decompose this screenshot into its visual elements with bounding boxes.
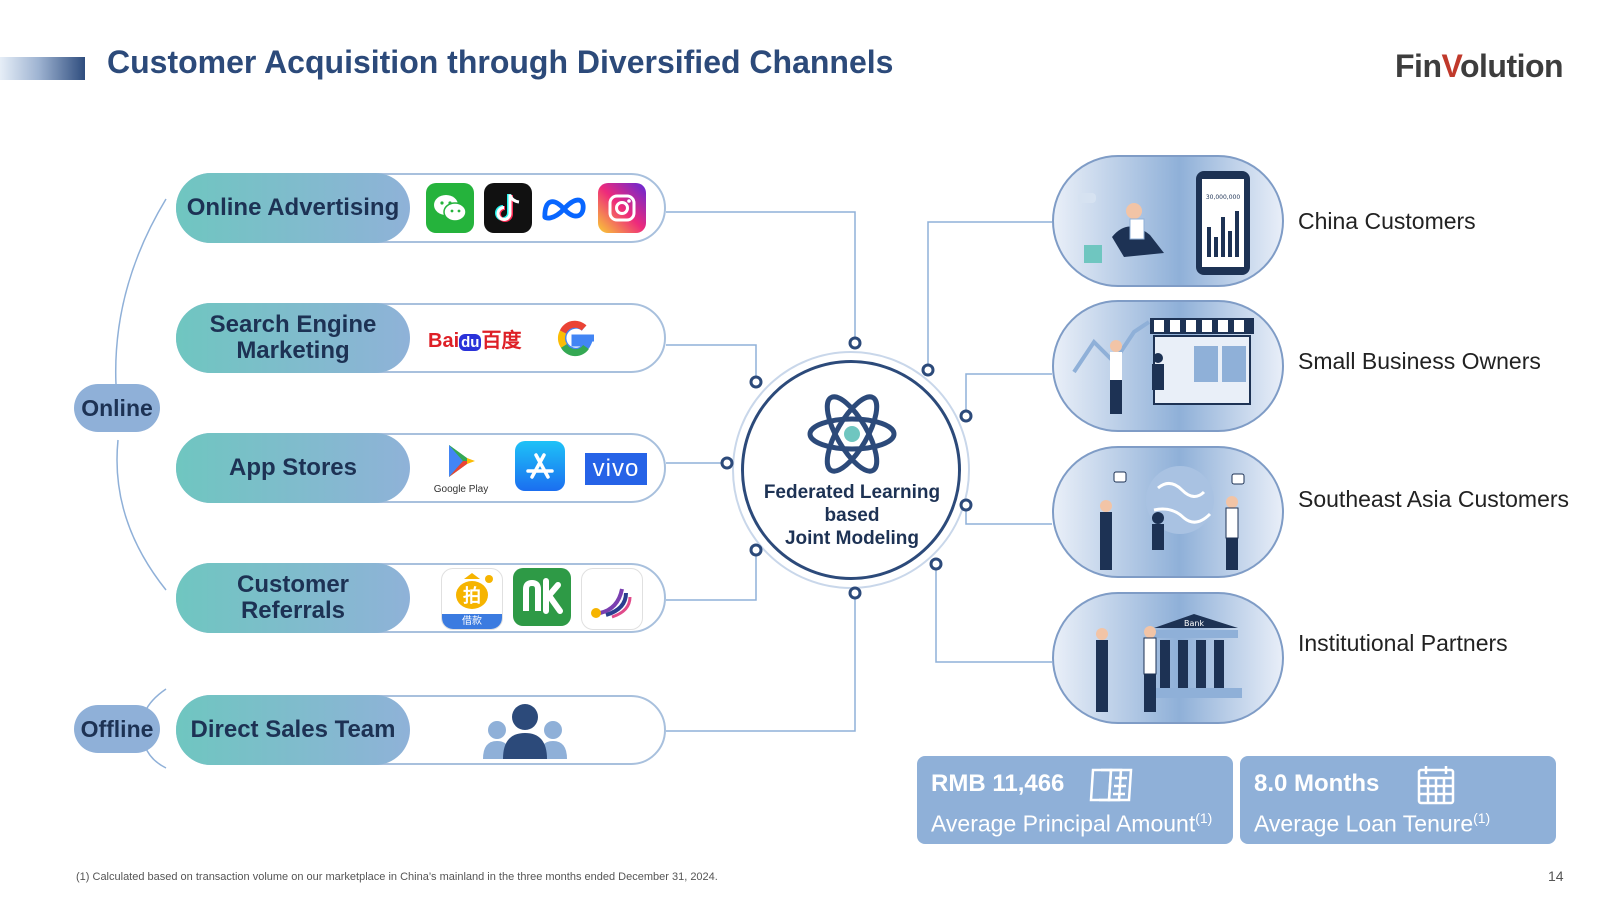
tiktok-icon bbox=[484, 183, 532, 233]
paipai-caption: 借款 bbox=[442, 614, 502, 629]
baidu-du-paw: du bbox=[459, 334, 482, 351]
footnote: (1) Calculated based on transaction volu… bbox=[76, 871, 718, 883]
nk-app-icon bbox=[513, 568, 571, 626]
channel-label-customer-referrals: Customer Referrals bbox=[176, 563, 410, 633]
wechat-icon bbox=[426, 183, 474, 233]
stat-average-principal-amount: RMB 11,466 Average Principal Amount(1) bbox=[917, 756, 1233, 844]
team-icon bbox=[483, 703, 567, 764]
instagram-icon bbox=[598, 183, 646, 233]
money-icon bbox=[1087, 764, 1135, 809]
stat-label-principal: Average Principal Amount bbox=[931, 810, 1196, 837]
phone-figure: 30,000,000 bbox=[1206, 194, 1241, 201]
page-number: 14 bbox=[1548, 868, 1564, 884]
title-accent-bar bbox=[0, 57, 85, 80]
svg-text:拍: 拍 bbox=[463, 585, 481, 607]
channel-label-direct-sales-team: Direct Sales Team bbox=[176, 695, 410, 765]
stat-value-tenure: 8.0 Months bbox=[1254, 770, 1380, 797]
segment-label-small-business-owners: Small Business Owners bbox=[1298, 348, 1541, 374]
baidu-cn-text: 百度 bbox=[481, 330, 522, 352]
paipai-loan-icon: 拍 借款 bbox=[441, 568, 503, 630]
channel-label-app-stores: App Stores bbox=[176, 433, 410, 503]
stat-value-principal: RMB 11,466 bbox=[931, 770, 1065, 797]
logo-prefix: Fin bbox=[1395, 48, 1442, 84]
segment-label-institutional-partners: Institutional Partners bbox=[1298, 630, 1508, 656]
china-customers-illustration: 30,000,000 bbox=[1052, 155, 1284, 287]
small-business-owners-illustration bbox=[1052, 300, 1284, 432]
federated-learning-hub bbox=[741, 360, 961, 580]
baidu-bai-text: Bai bbox=[428, 330, 460, 352]
google-play-icon: Google Play bbox=[433, 441, 489, 495]
calendar-icon bbox=[1416, 764, 1456, 811]
app-store-icon bbox=[515, 441, 565, 491]
southeast-asia-customers-illustration bbox=[1052, 446, 1284, 578]
logo-suffix: olution bbox=[1459, 48, 1564, 84]
stat-label-principal-wrap: Average Principal Amount(1) bbox=[931, 810, 1212, 838]
google-icon bbox=[551, 314, 599, 367]
stat-note-principal: (1) bbox=[1195, 810, 1213, 826]
segment-label-china-customers: China Customers bbox=[1298, 208, 1476, 234]
hub-label: Federated Learning based Joint Modeling bbox=[740, 481, 964, 550]
hub-label-line2: based bbox=[824, 505, 880, 526]
hub-label-line3: Joint Modeling bbox=[784, 528, 920, 549]
channel-label-online-advertising: Online Advertising bbox=[176, 173, 410, 243]
atom-icon bbox=[804, 392, 900, 481]
hub-label-line1: Federated Learning bbox=[763, 482, 941, 503]
page-title: Customer Acquisition through Diversified… bbox=[107, 44, 894, 80]
stat-average-loan-tenure: 8.0 Months Average Loan Tenure(1) bbox=[1240, 756, 1556, 844]
institutional-partners-illustration: Bank bbox=[1052, 592, 1284, 724]
offline-group-label: Offline bbox=[74, 705, 160, 753]
stat-label-tenure: Average Loan Tenure bbox=[1254, 810, 1474, 837]
vivo-logo: vivo bbox=[585, 453, 647, 485]
channel-label-search-engine-marketing: Search Engine Marketing bbox=[176, 303, 410, 373]
swirl-app-icon bbox=[581, 568, 643, 630]
finvolution-logo: FinVolution bbox=[1395, 48, 1564, 85]
stat-label-tenure-wrap: Average Loan Tenure(1) bbox=[1254, 810, 1490, 838]
logo-v: V bbox=[1441, 48, 1460, 84]
bank-sign: Bank bbox=[1184, 619, 1204, 628]
online-group-label: Online bbox=[74, 384, 160, 432]
stat-note-tenure: (1) bbox=[1473, 810, 1491, 826]
segment-label-southeast-asia-customers: Southeast Asia Customers bbox=[1298, 486, 1570, 512]
google-play-caption: Google Play bbox=[433, 484, 489, 495]
meta-icon bbox=[540, 183, 588, 233]
